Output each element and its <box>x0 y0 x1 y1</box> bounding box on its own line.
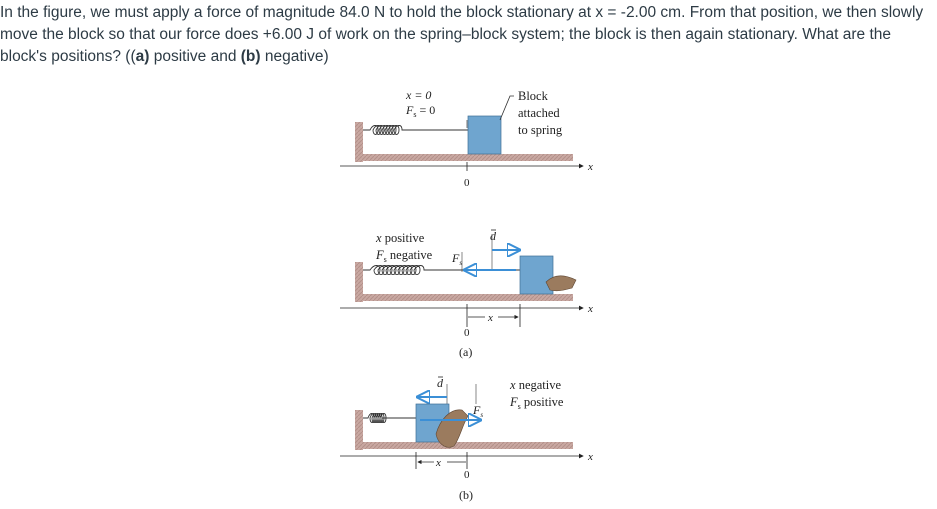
block-label-line2: attached <box>518 106 560 120</box>
floor-a <box>355 294 573 301</box>
spring-b <box>363 413 416 423</box>
a-d-label: d <box>490 229 497 243</box>
b-x-negative: x negative <box>509 378 561 392</box>
question-text: In the figure, we must apply a force of … <box>0 0 935 68</box>
axis-a-x-label: x <box>587 303 593 315</box>
panel-b: x negative Fs positive d Fs x x 0 (b) <box>340 376 593 502</box>
axis-b-zero: 0 <box>464 469 470 481</box>
wall-top <box>355 122 363 162</box>
block-label-line1: Block <box>518 89 549 103</box>
axis-top-x-label: x <box>587 161 593 173</box>
b-x-span-label: x <box>435 457 441 469</box>
part-b-label: (b) <box>240 48 261 65</box>
wall-b <box>355 410 363 450</box>
caption-a: (a) <box>459 345 472 359</box>
question-body: In the figure, we must apply a force of … <box>0 4 924 65</box>
axis-a-zero: 0 <box>464 327 470 339</box>
label-x-eq-0: x = 0 <box>405 88 431 102</box>
spring-a <box>363 265 520 275</box>
a-fs-label: Fs <box>451 251 462 267</box>
axis-b-x-label: x <box>587 451 593 463</box>
question-between: positive and <box>149 48 241 65</box>
hand-a-icon <box>545 275 577 292</box>
a-fs-negative: Fs negative <box>375 248 433 264</box>
block-top <box>467 115 502 155</box>
b-d-label: d <box>437 376 444 390</box>
caption-b: (b) <box>459 488 473 502</box>
label-fs-eq-0: Fs = 0 <box>405 103 435 119</box>
floor-b <box>355 442 573 449</box>
part-a-label: a) <box>135 48 150 65</box>
panel-top: x = 0 Fs = 0 Block attached to spring x … <box>340 88 593 189</box>
spring-top <box>363 125 470 135</box>
a-x-positive: x positive <box>375 231 425 245</box>
block-label-line3: to spring <box>518 123 563 137</box>
floor-top <box>355 154 573 161</box>
panel-a: x positive Fs negative d Fs x x 0 (a) <box>340 229 593 359</box>
a-x-span-label: x <box>487 312 493 324</box>
spring-block-figure: x = 0 Fs = 0 Block attached to spring x … <box>340 88 593 502</box>
b-fs-label: Fs <box>472 403 483 419</box>
block-label-leader <box>499 95 514 121</box>
wall-a <box>355 262 363 302</box>
b-fs-positive: Fs positive <box>509 395 564 411</box>
axis-top-zero: 0 <box>464 177 470 189</box>
block-a <box>519 255 554 295</box>
question-end: negative) <box>260 48 329 65</box>
